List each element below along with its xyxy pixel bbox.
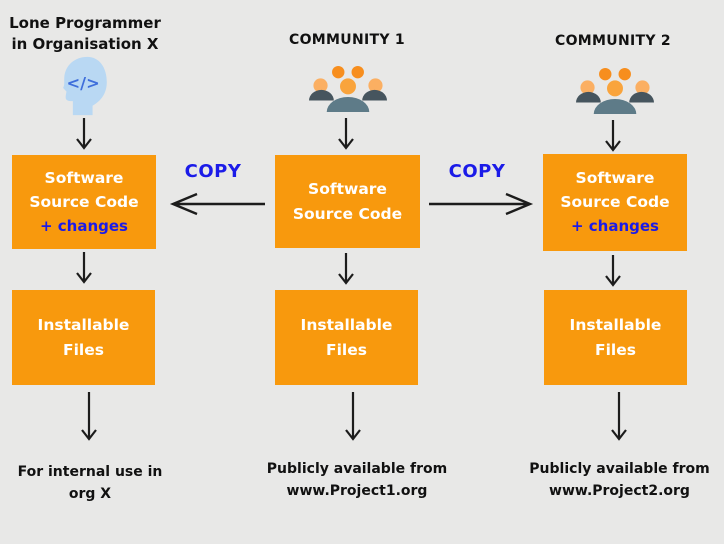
column2-header: COMMUNITY 1 [289, 32, 405, 48]
column2-outcome: Publicly available from www.Project1.org [266, 461, 448, 500]
down-arrow [605, 120, 621, 152]
programmer-head-icon: </> [63, 56, 107, 116]
column3-outcome: Publicly available from www.Project2.org [529, 461, 710, 500]
down-arrow-long [81, 392, 97, 441]
installable-files-label: Installable Files [569, 316, 662, 359]
down-arrow-long [611, 392, 627, 441]
column3-header: COMMUNITY 2 [555, 33, 671, 49]
copy-label-right: COPY [448, 161, 506, 182]
down-arrow-long [345, 392, 361, 441]
column1-header: Lone Programmer in Organisation X [9, 14, 161, 53]
source-code-box-3: Software Source Code + changes [543, 154, 687, 251]
copy-arrow-left [169, 192, 265, 216]
source-code-label: Software Source Code [29, 168, 139, 211]
column1-outcome: For internal use in org X [17, 464, 163, 503]
source-code-box-1: Software Source Code + changes [12, 155, 156, 249]
copy-label-left: COPY [184, 161, 242, 182]
source-code-label: Software Source Code [292, 180, 403, 223]
changes-label: + changes [570, 217, 659, 236]
installable-files-box-1: Installable Files [12, 290, 155, 385]
source-code-box-2: Software Source Code [275, 155, 420, 248]
down-arrow [338, 253, 354, 285]
installable-files-label: Installable Files [300, 316, 393, 359]
down-arrow [605, 255, 621, 287]
svg-text:</>: </> [67, 74, 100, 93]
down-arrow [338, 118, 354, 150]
community-icon [309, 65, 387, 113]
down-arrow [76, 252, 92, 284]
changes-label: + changes [39, 216, 128, 235]
source-code-label: Software Source Code [560, 169, 670, 212]
community-icon [576, 67, 654, 115]
installable-files-label: Installable Files [37, 316, 130, 359]
installable-files-box-3: Installable Files [544, 290, 687, 385]
installable-files-box-2: Installable Files [275, 290, 418, 385]
copy-arrow-right [429, 192, 534, 216]
down-arrow [76, 118, 92, 150]
